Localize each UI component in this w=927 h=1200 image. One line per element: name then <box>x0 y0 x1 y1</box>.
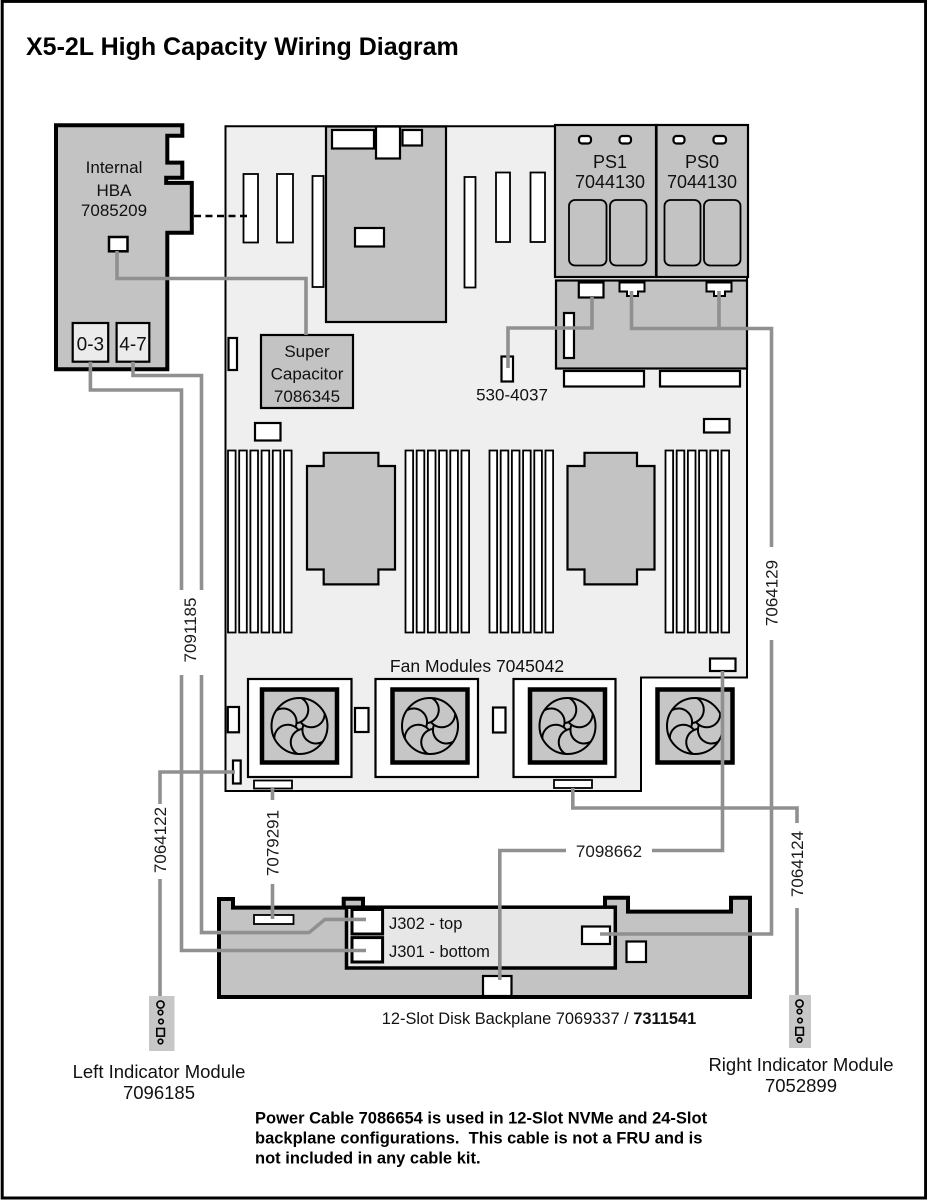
svg-text:Internal: Internal <box>86 158 143 177</box>
svg-text:not included in any cable kit.: not included in any cable kit. <box>255 1150 481 1168</box>
svg-text:Right Indicator Module: Right Indicator Module <box>708 1054 893 1075</box>
svg-text:PS0: PS0 <box>685 152 719 172</box>
svg-text:Power Cable 7086654 is used in: Power Cable 7086654 is used in 12-Slot N… <box>255 1110 708 1128</box>
svg-text:X5-2L High Capacity Wiring Dia: X5-2L High Capacity Wiring Diagram <box>26 33 459 61</box>
svg-text:7098662: 7098662 <box>576 842 642 861</box>
svg-text:7044130: 7044130 <box>667 172 737 192</box>
svg-text:Left Indicator Module: Left Indicator Module <box>73 1061 246 1082</box>
svg-text:7052899: 7052899 <box>765 1075 837 1096</box>
svg-text:530-4037: 530-4037 <box>476 386 548 405</box>
svg-text:7096185: 7096185 <box>123 1082 195 1103</box>
svg-text:4-7: 4-7 <box>119 335 146 356</box>
svg-text:0-3: 0-3 <box>77 335 104 356</box>
svg-text:7079291: 7079291 <box>264 810 283 876</box>
svg-text:J301 - bottom: J301 - bottom <box>389 943 490 961</box>
svg-text:12-Slot Disk Backplane 7069337: 12-Slot Disk Backplane 7069337 / 7311541 <box>382 1010 696 1028</box>
svg-text:7064129: 7064129 <box>763 560 782 626</box>
svg-text:7044130: 7044130 <box>575 172 645 192</box>
svg-text:PS1: PS1 <box>593 152 627 172</box>
svg-text:7091185: 7091185 <box>181 598 200 663</box>
svg-text:7064124: 7064124 <box>788 831 807 897</box>
svg-text:J302 - top: J302 - top <box>389 915 462 933</box>
svg-text:7064122: 7064122 <box>151 807 170 873</box>
svg-text:HBA: HBA <box>97 181 133 200</box>
svg-text:backplane configurations. Thi: backplane configurations. This cable is … <box>255 1130 702 1148</box>
svg-text:Fan Modules 7045042: Fan Modules 7045042 <box>390 656 564 676</box>
svg-text:7085209: 7085209 <box>81 201 147 220</box>
svg-text:7086345: 7086345 <box>274 387 340 406</box>
svg-text:Super: Super <box>284 342 330 361</box>
svg-text:Capacitor: Capacitor <box>271 365 344 384</box>
